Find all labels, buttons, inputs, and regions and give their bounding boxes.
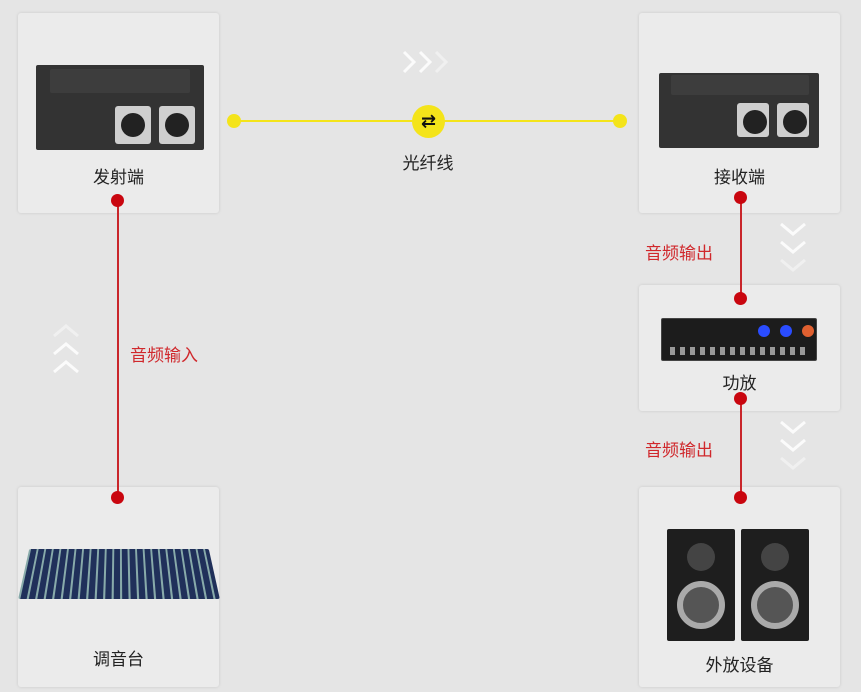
speakers-label: 外放设备 [705,656,774,676]
amplifier-image [661,318,817,361]
audio-output-1-endpoint-top [734,191,747,204]
fiber-endpoint-right [613,114,627,128]
mixer-label: 调音台 [93,650,144,670]
chevron-up-icon [53,324,79,374]
chevron-down-icon [780,222,806,272]
fiber-exchange-icon: ⇄ [412,105,445,138]
mixer-image [18,548,220,599]
audio-input-label: 音频输入 [130,346,198,366]
audio-output-line-2 [740,398,742,497]
audio-output-2-endpoint-bottom [734,491,747,504]
audio-output-label-2: 音频输出 [645,441,713,461]
audio-output-line-1 [740,197,742,298]
chevron-down-icon [780,420,806,470]
chevron-right-icon [402,50,449,74]
audio-input-endpoint-bottom [111,491,124,504]
amplifier-card: 功放 [639,285,840,411]
mixer-card: 调音台 [18,487,220,687]
audio-output-label-1: 音频输出 [645,244,713,264]
amplifier-label: 功放 [722,374,757,394]
transmitter-card: 发射端 [18,13,219,213]
audio-input-line [117,200,119,498]
receiver-label: 接收端 [714,168,765,188]
fiber-label: 光纤线 [402,154,454,174]
audio-output-2-endpoint-top [734,392,747,405]
audio-input-endpoint-top [111,194,124,207]
fiber-endpoint-left [227,114,241,128]
audio-output-1-endpoint-bottom [734,292,747,305]
receiver-card: 接收端 [639,13,840,213]
speakers-card: 外放设备 [639,487,840,687]
transmitter-label: 发射端 [93,168,144,188]
